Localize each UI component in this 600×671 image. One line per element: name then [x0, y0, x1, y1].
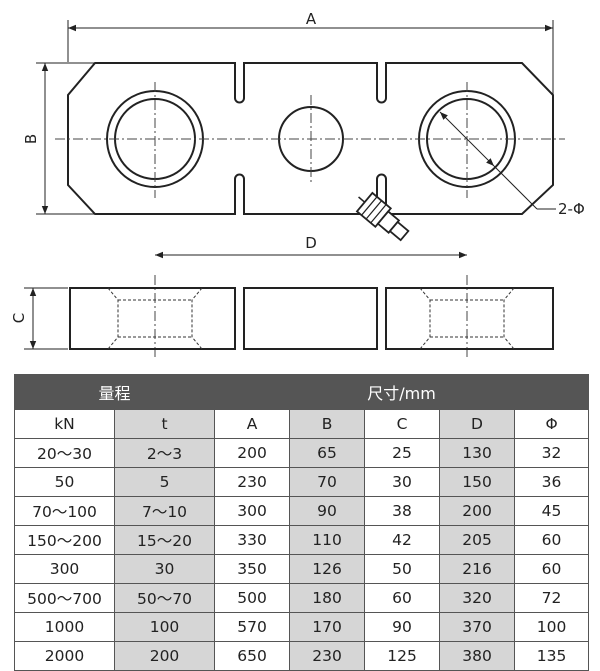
table-cell: 90 — [289, 496, 366, 526]
table-cell: 50～70 — [113, 583, 216, 613]
column-header-row: kN t A B C D Φ — [14, 409, 590, 439]
table-cell: 200 — [113, 641, 216, 671]
side-view-hidden-lines — [107, 287, 515, 350]
table-cell: 380 — [439, 641, 516, 671]
table-cell: 72 — [514, 583, 590, 613]
side-block-middle — [243, 287, 378, 350]
table-cell: 205 — [439, 525, 516, 555]
link-load-cell-drawing: A B D 2-Φ C — [10, 10, 585, 358]
table-cell: 126 — [289, 554, 366, 584]
range-group-header: 量程 — [13, 374, 216, 410]
plate-outline — [67, 62, 554, 215]
table-cell: 25 — [364, 438, 441, 468]
table-cell: 2～3 — [113, 438, 216, 468]
group-header-row: 量程 尺寸/mm — [13, 374, 590, 410]
column-header: B — [289, 409, 366, 439]
table-cell: 60 — [514, 525, 590, 555]
table-cell: 90 — [364, 612, 441, 642]
dimension-a-label: A — [306, 10, 317, 28]
table-cell: 180 — [289, 583, 366, 613]
dimension-d-label: D — [305, 234, 317, 252]
table-cell: 200 — [214, 438, 291, 468]
table-cell: 65 — [289, 438, 366, 468]
table-cell: 7～10 — [113, 496, 216, 526]
column-header: Φ — [514, 409, 590, 439]
table-cell: 30 — [364, 467, 441, 497]
table-cell: 110 — [289, 525, 366, 555]
table-cell: 5 — [113, 467, 216, 497]
dimension-b — [36, 62, 94, 215]
table-cell: 150 — [439, 467, 516, 497]
table-cell: 500～700 — [14, 583, 115, 613]
table-cell: 300 — [214, 496, 291, 526]
table-cell: 320 — [439, 583, 516, 613]
side-view — [69, 287, 554, 350]
table-cell: 330 — [214, 525, 291, 555]
center-lines — [55, 82, 565, 358]
table-cell: 50 — [14, 467, 115, 497]
dimension-phi — [439, 111, 556, 210]
table-cell: 570 — [214, 612, 291, 642]
table-cell: 125 — [364, 641, 441, 671]
dimension-c-label: C — [10, 313, 28, 323]
table-cell: 300 — [14, 554, 115, 584]
table-cell: 50 — [364, 554, 441, 584]
table-cell: 45 — [514, 496, 590, 526]
dimension-phi-label: 2-Φ — [558, 200, 585, 218]
side-block-right — [385, 287, 554, 350]
table-cell: 350 — [214, 554, 291, 584]
table-cell: 36 — [514, 467, 590, 497]
column-header: C — [364, 409, 441, 439]
table-cell: 370 — [439, 612, 516, 642]
dimensions-group-header: 尺寸/mm — [214, 374, 590, 410]
table-cell: 230 — [289, 641, 366, 671]
side-block-left — [69, 287, 236, 350]
table-cell: 500 — [214, 583, 291, 613]
table-cell: 230 — [214, 467, 291, 497]
table-cell: 42 — [364, 525, 441, 555]
table-cell: 1000 — [14, 612, 115, 642]
cable-connector — [355, 191, 410, 242]
table-cell: 20～30 — [14, 438, 115, 468]
column-header: t — [113, 409, 216, 439]
table-cell: 100 — [113, 612, 216, 642]
column-header: D — [439, 409, 516, 439]
table-cell: 135 — [514, 641, 590, 671]
table-cell: 30 — [113, 554, 216, 584]
dimension-c — [24, 287, 68, 350]
table-cell: 170 — [289, 612, 366, 642]
table-cell: 150～200 — [14, 525, 115, 555]
table-cell: 216 — [439, 554, 516, 584]
table-cell: 60 — [364, 583, 441, 613]
table-cell: 70～100 — [14, 496, 115, 526]
table-cell: 32 — [514, 438, 590, 468]
table-cell: 130 — [439, 438, 516, 468]
table-cell: 15～20 — [113, 525, 216, 555]
column-header: kN — [14, 409, 115, 439]
dimension-a — [67, 20, 554, 94]
table-cell: 650 — [214, 641, 291, 671]
table-cell: 60 — [514, 554, 590, 584]
table-cell: 38 — [364, 496, 441, 526]
table-cell: 100 — [514, 612, 590, 642]
column-header: A — [214, 409, 291, 439]
dimension-b-label: B — [22, 134, 40, 144]
table-cell: 2000 — [14, 641, 115, 671]
table-cell: 200 — [439, 496, 516, 526]
table-cell: 70 — [289, 467, 366, 497]
